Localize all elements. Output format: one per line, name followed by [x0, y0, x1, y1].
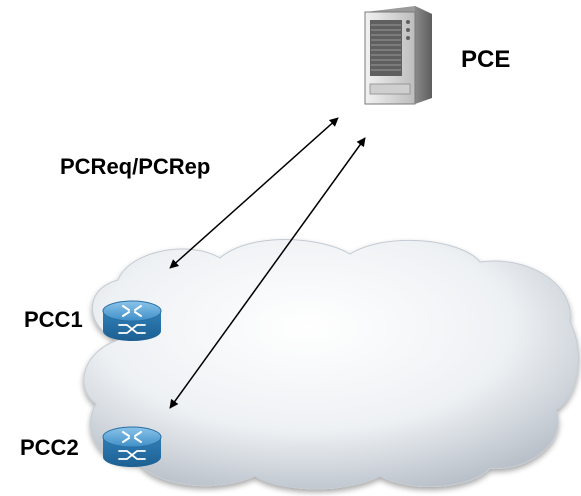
pcc1-label: PCC1 [24, 307, 83, 332]
arrow-pce-pcc2 [169, 137, 366, 409]
protocol-label: PCReq/PCRep [60, 154, 211, 179]
server-icon [364, 6, 432, 105]
router-icon [102, 300, 162, 341]
pce-label: PCE [461, 46, 511, 73]
pcreq-pcrep-arrows [169, 117, 366, 409]
pcc2-label: PCC2 [20, 435, 79, 460]
router-icon [102, 426, 162, 467]
